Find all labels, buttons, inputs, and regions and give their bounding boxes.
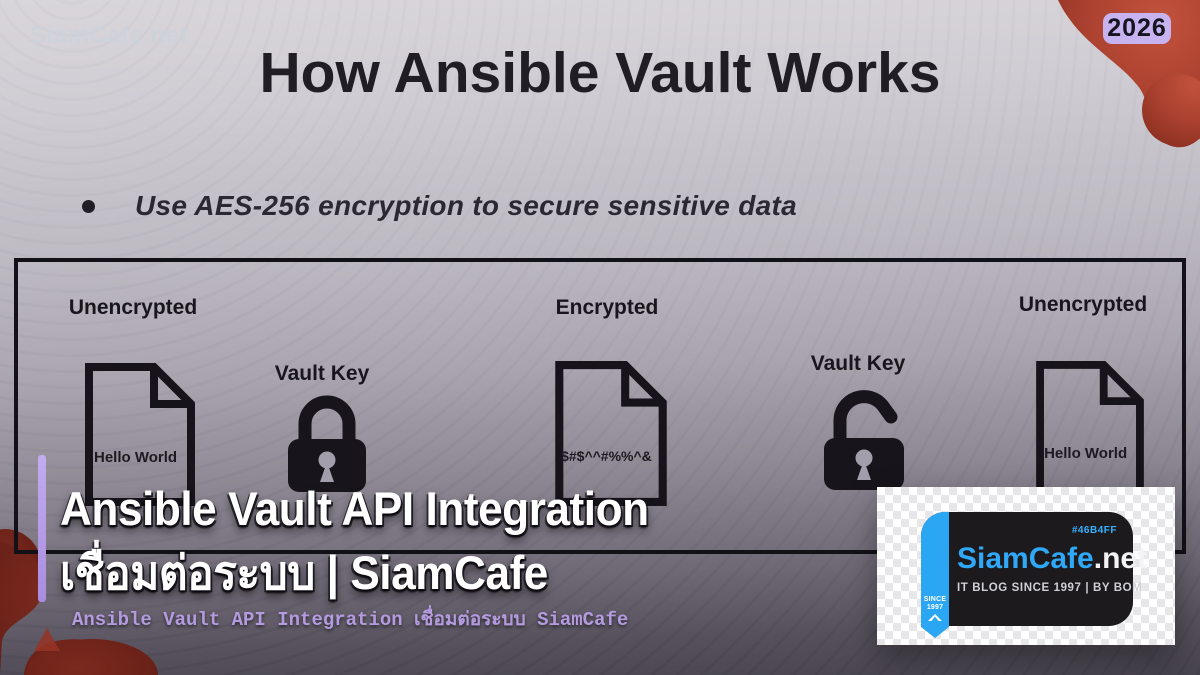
- siamcafe-logo-card: SINCE 1997 #46B4FF SiamCafe.net IT BLOG …: [921, 512, 1147, 638]
- ribbon-chevron-icon: [928, 614, 942, 621]
- bullet-text: Use AES-256 encryption to secure sensiti…: [135, 190, 797, 221]
- ribbon-year-label: 1997: [926, 604, 944, 611]
- logo-since-ribbon: SINCE 1997: [921, 592, 949, 638]
- stage-label-encrypted: Encrypted: [555, 296, 659, 319]
- logo-name-primary: SiamCafe: [957, 542, 1094, 575]
- watermark: SiamCafe.net: [30, 22, 189, 49]
- bullet-dot: [82, 199, 95, 213]
- document-icon: [85, 363, 195, 506]
- document-content: Hello World: [1044, 445, 1128, 463]
- stage-label-vault-key-left: Vault Key: [274, 362, 370, 385]
- ribbon-since-label: SINCE: [923, 596, 947, 603]
- document-encrypted: $#$^^#%%^&: [554, 360, 668, 507]
- overlay-subtitle: Ansible Vault API Integration เชื่อมต่อร…: [72, 609, 629, 631]
- document-content: $#$^^#%%^&: [561, 448, 652, 465]
- overlay-title-line2: เชื่อมต่อระบบ | SiamCafe: [60, 546, 548, 599]
- logo-name-suffix: .net: [1093, 542, 1148, 575]
- lock-open-icon: [822, 390, 914, 497]
- bullet-row: Use AES-256 encryption to secure sensiti…: [82, 190, 797, 222]
- lock-closed-icon: [287, 393, 367, 498]
- logo-name: SiamCafe.net: [957, 542, 1147, 576]
- logo-tagline: IT BLOG SINCE 1997 | BY BOM: [957, 582, 1143, 594]
- vault-diagram: [14, 258, 1186, 554]
- logo-plate: SINCE 1997 #46B4FF SiamCafe.net IT BLOG …: [877, 487, 1175, 645]
- overlay-title-line1: Ansible Vault API Integration: [60, 482, 649, 535]
- document-plain-right: Hello World: [1035, 360, 1145, 502]
- document-content: Hello World: [93, 449, 178, 466]
- document-plain-left: Hello World: [84, 362, 196, 507]
- logo-hex-label: #46B4FF: [1071, 525, 1117, 536]
- year-badge-label: 2026: [1107, 14, 1167, 42]
- accent-bar: [38, 455, 46, 602]
- red-triangle-decoration: [34, 628, 60, 651]
- document-icon: [555, 361, 667, 506]
- stage-label-vault-key-right: Vault Key: [810, 352, 906, 375]
- slide-title: How Ansible Vault Works: [259, 41, 941, 105]
- stage-label-unencrypted-left: Unencrypted: [68, 296, 198, 319]
- stage-label-unencrypted-right: Unencrypted: [1018, 293, 1148, 316]
- document-icon: [1036, 360, 1144, 502]
- year-badge: 2026: [1103, 13, 1171, 44]
